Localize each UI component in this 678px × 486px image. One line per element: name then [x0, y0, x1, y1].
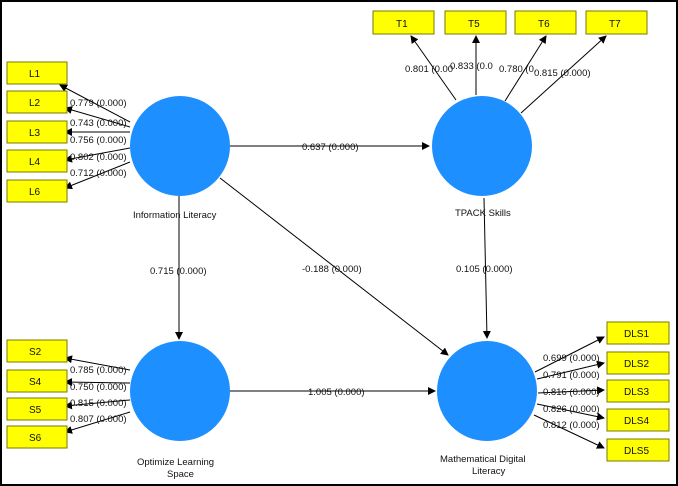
indicator-box-l2	[6, 90, 68, 114]
indicator-name-dls4: DLS4	[624, 416, 649, 427]
loading-s6: 0.807 (0.000)	[70, 414, 127, 425]
indicator-box-dls1	[606, 321, 670, 345]
indicator-name-t6: T6	[538, 19, 550, 30]
loading-l4: 0.802 (0.000)	[70, 152, 127, 163]
indicator-box-s6	[6, 425, 68, 449]
construct-tpack-skills[interactable]	[432, 96, 532, 196]
indicator-box-t5	[444, 10, 507, 35]
path-coef-il-ols: 0.715 (0.000)	[150, 266, 207, 277]
indicator-name-dls2: DLS2	[624, 359, 649, 370]
indicator-box-t7	[585, 10, 648, 35]
path-coef-tpack-mdl: 0.105 (0.000)	[456, 264, 513, 275]
indicator-name-s2: S2	[29, 347, 42, 358]
indicator-name-dls3: DLS3	[624, 387, 649, 398]
indicator-box-t6	[514, 10, 577, 35]
loading-t6: 0.780 (0.	[499, 64, 537, 75]
loading-dls3: 0.816 (0.000)	[543, 387, 600, 398]
indicator-name-s6: S6	[29, 433, 42, 444]
path-tpack-to-mdl	[482, 197, 491, 339]
indicator-name-s5: S5	[29, 405, 42, 416]
indicator-name-t7: T7	[609, 19, 621, 30]
indicator-box-l3	[6, 120, 68, 144]
loading-l1: 0.779 (0.000)	[70, 98, 127, 109]
loading-s2: 0.785 (0.000)	[70, 365, 127, 376]
indicator-name-l2: L2	[29, 98, 41, 109]
indicator-name-dls1: DLS1	[624, 329, 649, 340]
loading-l2: 0.743 (0.000)	[70, 118, 127, 129]
indicator-box-l6	[6, 179, 68, 203]
loading-t5: 0.833 (0.0	[450, 61, 493, 72]
indicator-name-s4: S4	[29, 377, 42, 388]
indicator-name-l1: L1	[29, 69, 41, 80]
indicator-name-t1: T1	[396, 19, 408, 30]
indicator-box-dls5	[606, 438, 670, 462]
indicator-box-s4	[6, 369, 68, 393]
loading-t7: 0.815 (0.000)	[534, 68, 591, 79]
construct-label-information-literacy: Information Literacy	[133, 210, 217, 221]
indicator-box-t1	[372, 10, 435, 35]
indicator-name-t5: T5	[468, 19, 480, 30]
loading-dls2: 0.791 (0.000)	[543, 370, 600, 381]
construct-label-ols-line1: Optimize Learning	[137, 457, 214, 468]
loading-t1: 0.801 (0.00	[405, 64, 453, 75]
construct-label-tpack-skills: TPACK Skills	[455, 208, 511, 219]
path-coef-il-tpack: 0.637 (0.000)	[302, 142, 359, 153]
construct-label-ols-line2: Space	[167, 469, 194, 480]
construct-label-mdl-line2: Literacy	[472, 466, 506, 477]
path-coef-il-mdl: -0.188 (0.000)	[302, 264, 362, 275]
indicator-box-s5	[6, 397, 68, 421]
indicator-name-dls5: DLS5	[624, 446, 649, 457]
indicator-group-ols: S2 S4 S5 S6 0.785 (0.000) 0.750 (0.000) …	[6, 339, 131, 449]
loading-l3: 0.756 (0.000)	[70, 135, 127, 146]
indicator-name-l3: L3	[29, 128, 41, 139]
path-il-to-mdl	[219, 177, 449, 356]
indicator-box-dls2	[606, 351, 670, 375]
construct-information-literacy[interactable]	[130, 96, 230, 196]
indicator-name-l4: L4	[29, 157, 41, 168]
construct-mathematical-digital-literacy[interactable]	[437, 341, 537, 441]
indicator-box-dls4	[606, 408, 670, 432]
loading-s5: 0.815 (0.000)	[70, 398, 127, 409]
indicator-box-s2	[6, 339, 68, 363]
path-coef-ols-mdl: 1.005 (0.000)	[308, 387, 365, 398]
loading-dls4: 0.826 (0.000)	[543, 404, 600, 415]
loading-l6: 0.712 (0.000)	[70, 168, 127, 179]
indicator-group-mdl: DLS1 DLS2 DLS3 DLS4 DLS5 0.699 (0.000) 0…	[533, 321, 670, 462]
indicator-box-dls3	[606, 379, 670, 403]
construct-label-mdl-line1: Mathematical Digital	[440, 454, 526, 465]
loading-dls1: 0.699 (0.000)	[543, 353, 600, 364]
indicator-group-tpack: T1 T5 T6 T7 0.801 (0.00 0.833 (0.0 0.780…	[372, 10, 648, 114]
indicator-box-l1	[6, 61, 68, 85]
construct-optimize-learning-space[interactable]	[130, 341, 230, 441]
loading-dls5: 0.812 (0.000)	[543, 420, 600, 431]
indicator-group-il: L1 L2 L3 L4 L6 0.779 (0.000) 0.743 (0.00…	[6, 61, 131, 203]
loading-s4: 0.750 (0.000)	[70, 382, 127, 393]
indicator-box-l4	[6, 149, 68, 173]
indicator-name-l6: L6	[29, 187, 41, 198]
